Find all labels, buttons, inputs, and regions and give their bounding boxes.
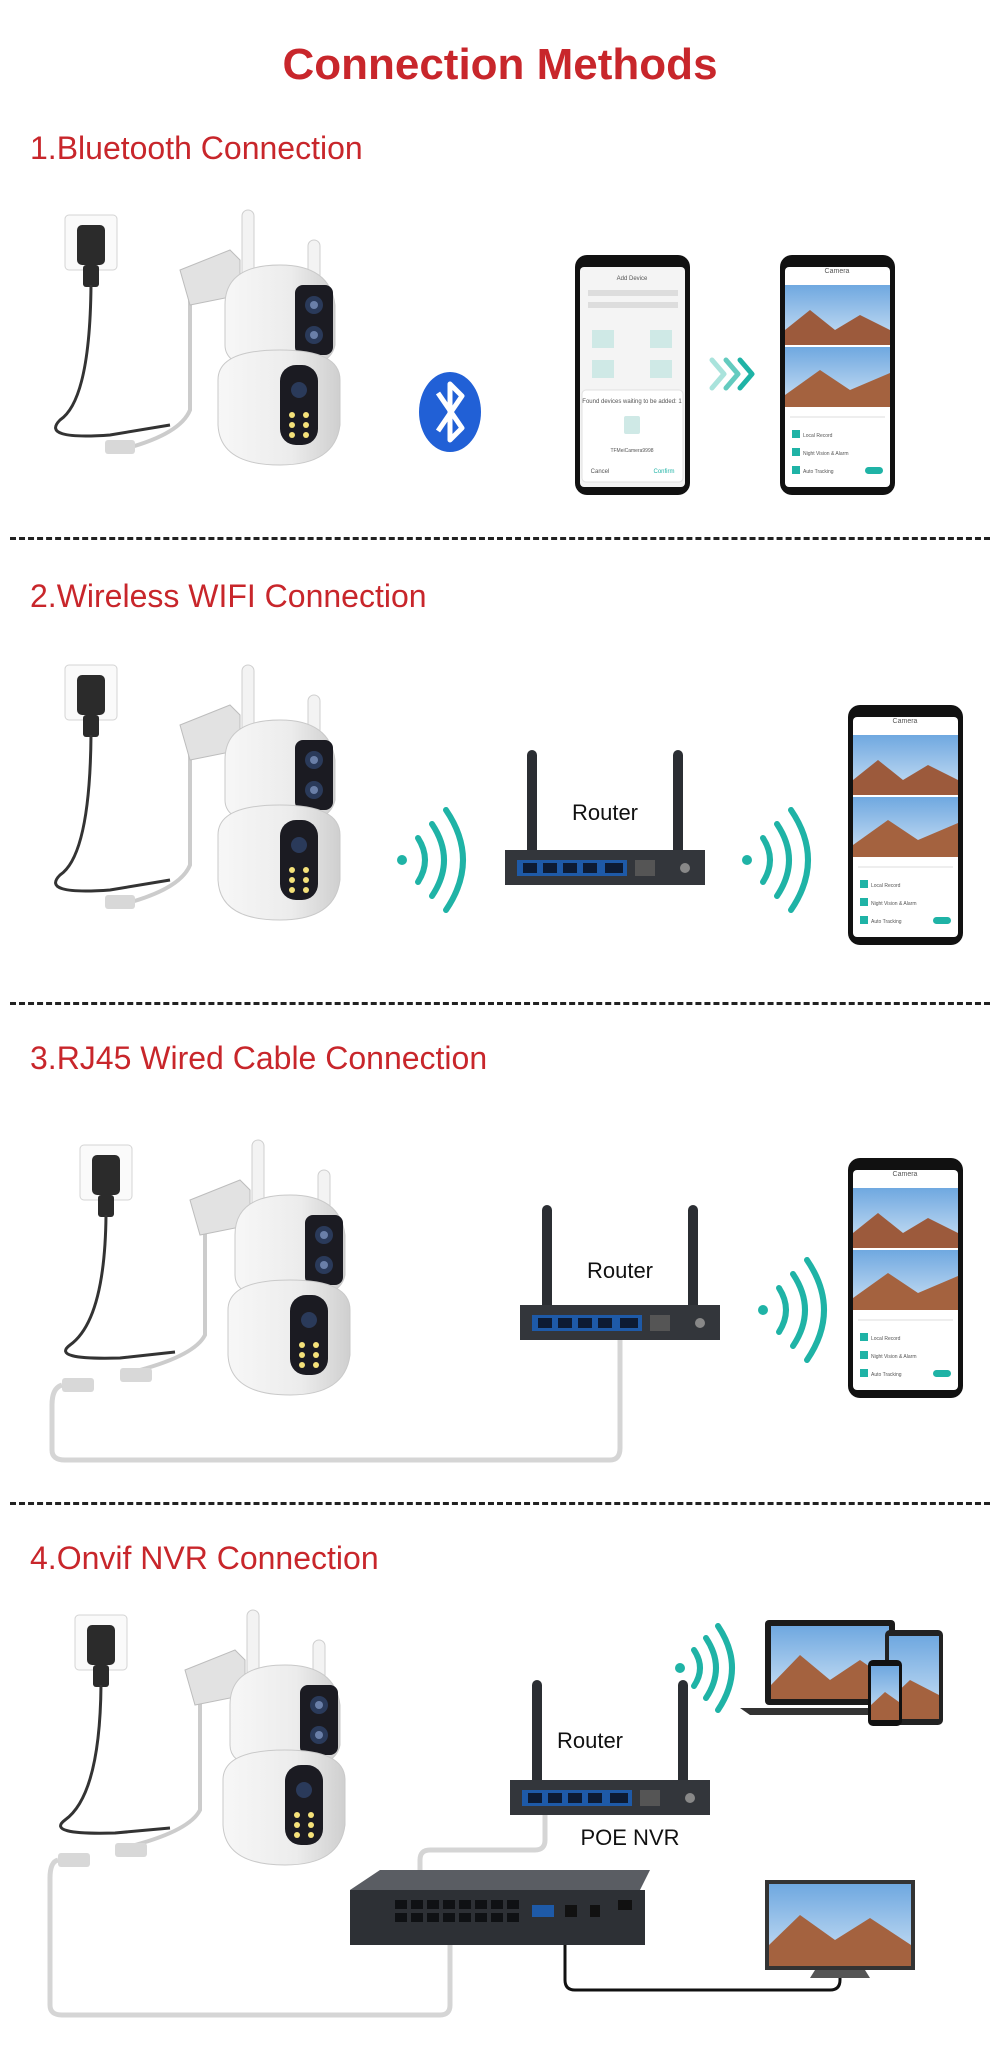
- cancel-button: Cancel: [591, 469, 610, 475]
- phone-camera-app: Camera Local Record Night Vision & Alarm…: [847, 1157, 964, 1399]
- nvr-connection-diagram: Router POE NVR: [47, 1609, 943, 2018]
- nvr-label: POE NVR: [580, 1825, 679, 1850]
- wifi-signal-icon: [397, 807, 466, 913]
- cable-connector: [105, 440, 135, 454]
- router: Router: [520, 1205, 720, 1340]
- router-label: Router: [572, 800, 638, 825]
- rj45-connection-diagram: Router Camera Local Record Night Vision …: [49, 1139, 964, 1463]
- cable-connector: [62, 1378, 94, 1392]
- tv-monitor: [765, 1880, 915, 1978]
- wifi-connection-diagram: Router Camera Local Record Night Vision …: [54, 664, 964, 946]
- wifi-signal-icon: [742, 807, 811, 913]
- phone-add-device: Add Device Found devices waiting to be a…: [575, 255, 690, 495]
- cable-connector: [58, 1853, 90, 1867]
- router: Router: [510, 1680, 710, 1815]
- router-label: Router: [587, 1258, 653, 1283]
- found-devices-prompt: Found devices waiting to be added: 1: [582, 399, 682, 405]
- cable-connector: [115, 1843, 147, 1857]
- laptop-and-phone: [740, 1620, 943, 1726]
- cable-connector: [105, 895, 135, 909]
- hdmi-cable: [563, 1945, 842, 1992]
- menu-local-record: Local Record: [871, 883, 901, 889]
- section-divider: [10, 1002, 990, 1005]
- confirm-button: Confirm: [653, 469, 674, 475]
- wifi-signal-icon: [758, 1257, 827, 1363]
- app-header: Camera: [825, 268, 850, 275]
- bluetooth-icon: [419, 372, 481, 452]
- poe-nvr: POE NVR: [350, 1825, 680, 1945]
- router: Router: [505, 750, 705, 885]
- add-device-header: Add Device: [617, 276, 648, 282]
- found-device-name: TFMeiCamera9998: [610, 448, 653, 454]
- power-plug: [64, 664, 118, 738]
- forward-arrows-icon: [709, 357, 755, 391]
- ptz-camera: [179, 664, 341, 921]
- cable-connector: [120, 1368, 152, 1382]
- menu-night-vision: Night Vision & Alarm: [871, 1354, 916, 1360]
- ptz-camera: [184, 1609, 346, 1866]
- menu-auto-tracking: Auto Tracking: [871, 1372, 902, 1378]
- router-label: Router: [557, 1728, 623, 1753]
- section-heading-bluetooth: 1.Bluetooth Connection: [30, 130, 363, 166]
- menu-night-vision: Night Vision & Alarm: [871, 901, 916, 907]
- power-plug: [74, 1614, 128, 1688]
- section-divider: [10, 537, 990, 540]
- section-divider: [10, 1502, 990, 1505]
- section-heading-wifi: 2.Wireless WIFI Connection: [30, 578, 427, 614]
- bluetooth-connection-diagram: Add Device Found devices waiting to be a…: [54, 209, 896, 496]
- section-heading-rj45: 3.RJ45 Wired Cable Connection: [30, 1040, 488, 1076]
- ethernet-cable: [49, 1335, 623, 1463]
- phone-camera-app: Camera Local Record Night Vision & Alarm…: [779, 254, 896, 496]
- section-heading-nvr: 4.Onvif NVR Connection: [30, 1540, 379, 1576]
- ethernet-cable: [47, 1857, 453, 2018]
- menu-local-record: Local Record: [871, 1336, 901, 1342]
- ethernet-cable: [417, 1815, 548, 1900]
- wifi-signal-icon: [675, 1623, 735, 1713]
- ptz-camera: [189, 1139, 351, 1396]
- app-header: Camera: [893, 1171, 918, 1178]
- menu-auto-tracking: Auto Tracking: [803, 469, 834, 475]
- phone-camera-app: Camera Local Record Night Vision & Alarm…: [847, 704, 964, 946]
- menu-auto-tracking: Auto Tracking: [871, 919, 902, 925]
- menu-local-record: Local Record: [803, 433, 833, 439]
- page-title: Connection Methods: [282, 40, 718, 89]
- app-header: Camera: [893, 718, 918, 725]
- power-plug: [64, 214, 118, 288]
- ptz-camera: [179, 209, 341, 466]
- menu-night-vision: Night Vision & Alarm: [803, 451, 848, 457]
- power-plug: [79, 1144, 133, 1218]
